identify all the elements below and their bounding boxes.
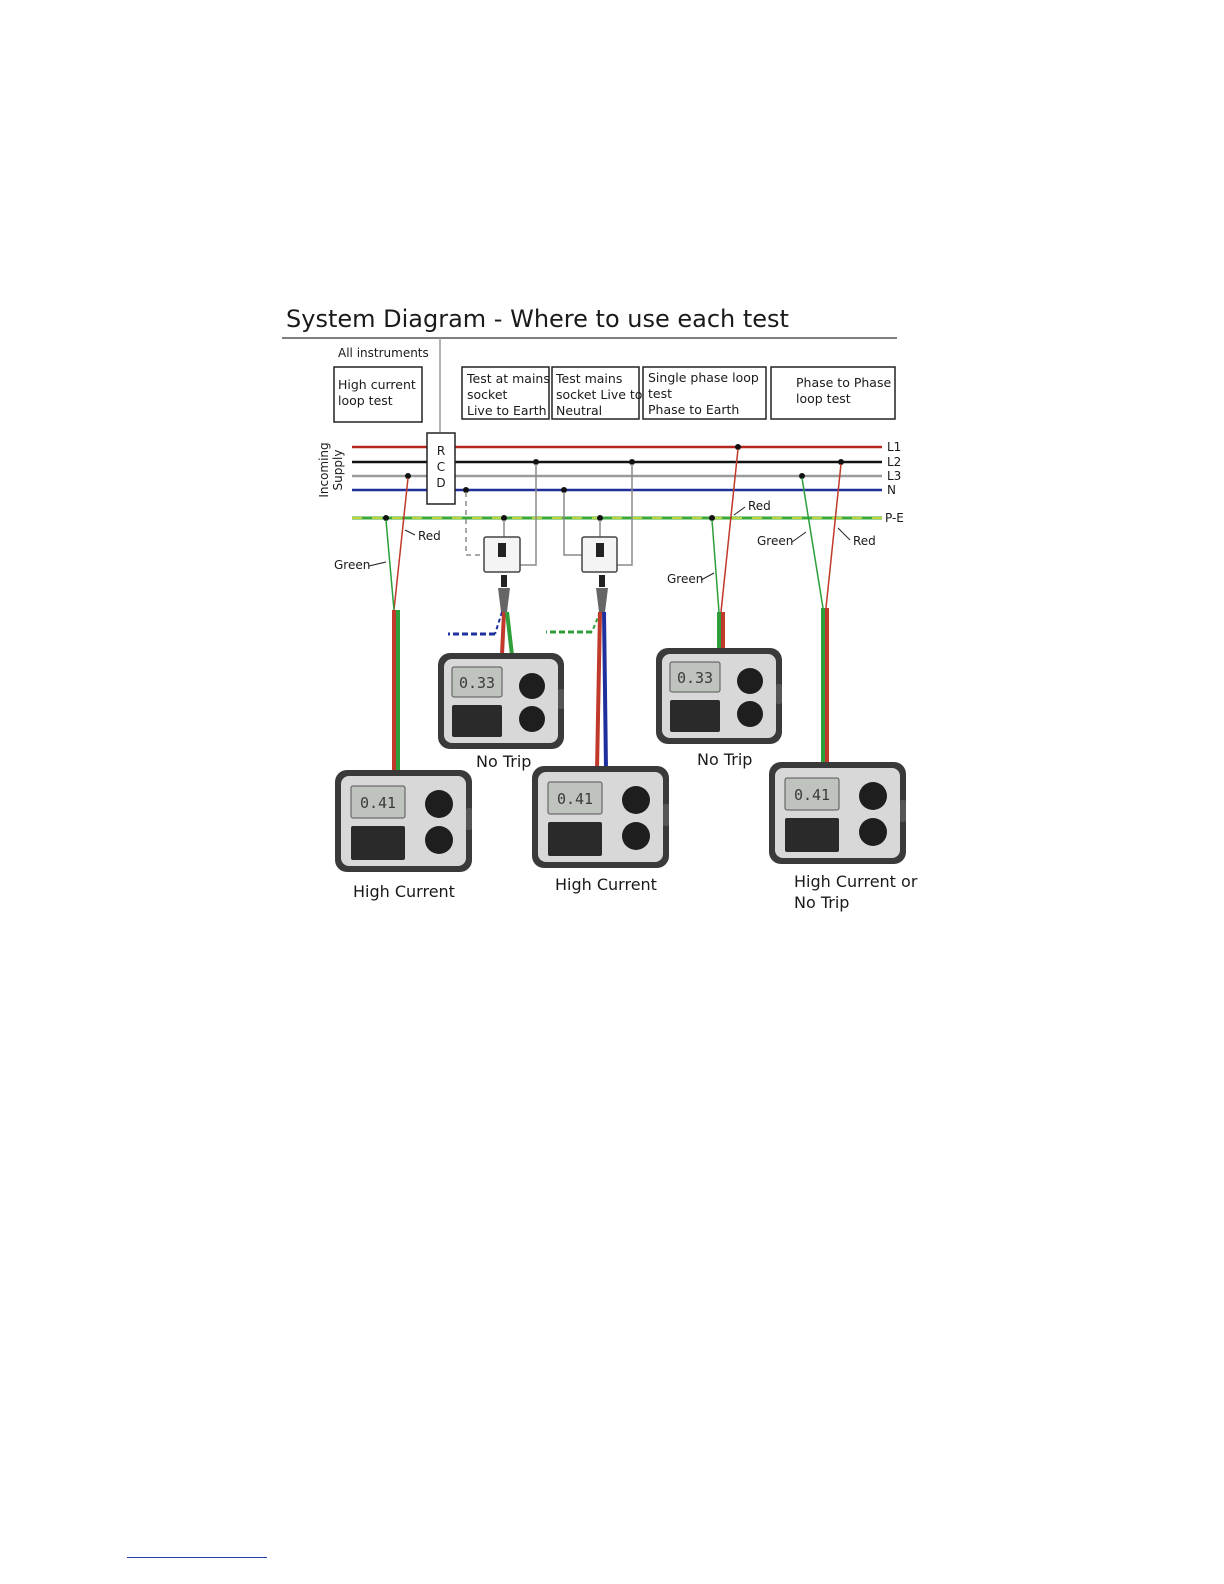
leads-phase-to-phase bbox=[801, 463, 842, 770]
meter-caption: High Current bbox=[555, 875, 657, 894]
rcd-box: R C D bbox=[426, 432, 456, 505]
rcd-letter: R bbox=[437, 444, 445, 458]
meter-caption: No Trip bbox=[476, 752, 531, 771]
lead-label-red: Red bbox=[748, 499, 771, 513]
leader-line bbox=[733, 506, 746, 516]
rail-label-l1: L1 bbox=[887, 440, 901, 454]
test-box-live-to-earth: Test at mains socket Live to Earth bbox=[461, 366, 550, 420]
rail-label-l3: L3 bbox=[887, 469, 901, 483]
incoming-supply-label: Incoming Supply bbox=[317, 442, 345, 497]
meter-caption: High Current bbox=[353, 882, 455, 901]
meter-high-current-1: 0.41 bbox=[335, 770, 472, 872]
junction-dot bbox=[597, 515, 603, 521]
lead-label-green: Green bbox=[667, 572, 703, 586]
test-box-line: socket Live to bbox=[556, 387, 642, 402]
lead-label-green: Green bbox=[334, 558, 370, 572]
leader-line bbox=[791, 531, 807, 543]
meter-reading: 0.33 bbox=[677, 669, 713, 687]
meter-no-trip-2: 0.33 bbox=[656, 648, 782, 744]
test-box-line: Live to Earth bbox=[467, 403, 547, 418]
junctions bbox=[383, 444, 844, 521]
test-box-live-to-neutral: Test mains socket Live to Neutral bbox=[551, 366, 642, 420]
test-box-phase-to-phase: Phase to Phase loop test bbox=[770, 366, 896, 420]
junction-dot bbox=[799, 473, 805, 479]
junction-dot bbox=[501, 515, 507, 521]
meter-high-current-or-no-trip: 0.41 bbox=[769, 762, 906, 864]
meter-reading: 0.33 bbox=[459, 674, 495, 692]
test-box-line: High current bbox=[338, 377, 416, 392]
leader-line bbox=[368, 561, 387, 567]
meter-reading: 0.41 bbox=[794, 786, 830, 804]
junction-dot bbox=[561, 487, 567, 493]
junction-dot bbox=[463, 487, 469, 493]
junction-dot bbox=[735, 444, 741, 450]
test-box-line: loop test bbox=[338, 393, 393, 408]
junction-dot bbox=[383, 515, 389, 521]
rail-label-l2: L2 bbox=[887, 455, 901, 469]
lead-label-green: Green bbox=[757, 534, 793, 548]
meter-reading: 0.41 bbox=[360, 794, 396, 812]
lead-label-red: Red bbox=[853, 534, 876, 548]
meter-high-current-2: 0.41 bbox=[532, 766, 669, 868]
rcd-letter: D bbox=[436, 476, 445, 490]
test-box-line: Single phase loop bbox=[648, 370, 759, 385]
leads-meter-left bbox=[385, 477, 409, 770]
test-box-line: loop test bbox=[796, 391, 851, 406]
socket-live-earth bbox=[448, 464, 537, 656]
test-box-line: test bbox=[648, 386, 672, 401]
meter-caption: High Current or bbox=[794, 872, 918, 891]
test-box-line: Test at mains bbox=[466, 371, 550, 386]
all-instruments-label: All instruments bbox=[338, 346, 429, 360]
lead-label-red: Red bbox=[418, 529, 441, 543]
leader-line bbox=[700, 572, 715, 581]
test-box-line: Phase to Phase bbox=[796, 375, 891, 390]
leads-single-phase bbox=[711, 448, 739, 655]
meter-no-trip-1: 0.33 bbox=[438, 653, 564, 749]
footnote-rule bbox=[127, 1557, 267, 1558]
junction-dot bbox=[709, 515, 715, 521]
incoming-supply-line: Supply bbox=[331, 450, 345, 491]
test-box-high-current: High current loop test bbox=[333, 366, 423, 423]
test-box-line: Phase to Earth bbox=[648, 402, 739, 417]
test-box-line: Test mains bbox=[555, 371, 622, 386]
junction-dot bbox=[405, 473, 411, 479]
junction-dot bbox=[838, 459, 844, 465]
meter-reading: 0.41 bbox=[557, 790, 593, 808]
leader-line bbox=[404, 529, 416, 536]
junction-dot bbox=[629, 459, 635, 465]
incoming-supply-line: Incoming bbox=[317, 442, 331, 497]
test-box-phase-to-earth: Single phase loop test Phase to Earth bbox=[642, 366, 767, 420]
test-box-line: Neutral bbox=[556, 403, 602, 418]
meter-caption: No Trip bbox=[697, 750, 752, 769]
rcd-letter: C bbox=[437, 460, 445, 474]
rail-label-pe: P-E bbox=[885, 511, 904, 525]
diagram-title: System Diagram - Where to use each test bbox=[286, 305, 789, 333]
meter-caption: No Trip bbox=[794, 893, 849, 912]
rail-label-n: N bbox=[887, 483, 896, 497]
test-box-line: socket bbox=[467, 387, 508, 402]
socket-live-neutral bbox=[546, 464, 633, 771]
leader-line bbox=[837, 527, 851, 541]
junction-dot bbox=[533, 459, 539, 465]
